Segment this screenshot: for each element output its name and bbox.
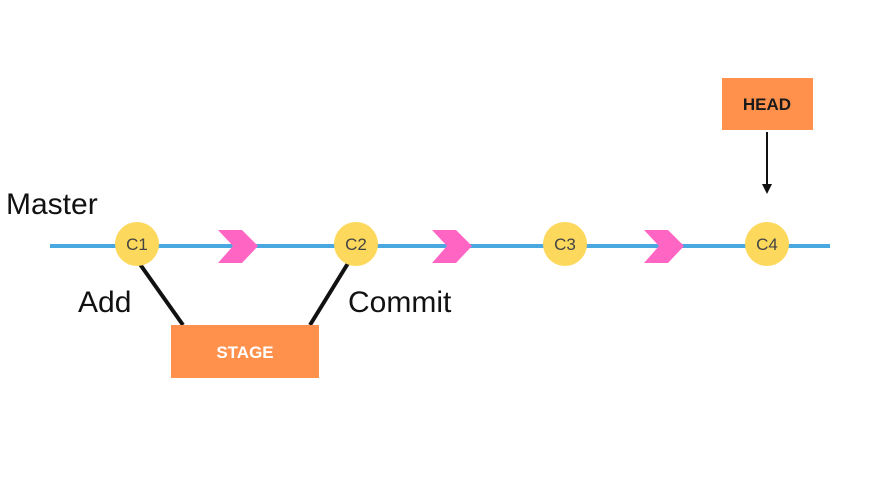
commit-circle — [334, 222, 378, 266]
stage-box — [171, 325, 319, 378]
commit-node[interactable]: C4 — [745, 222, 789, 266]
stage-label: STAGE — [216, 343, 273, 362]
chevron-arrow-icon — [432, 230, 472, 263]
chevron-arrow-icon — [218, 230, 258, 263]
add-label: Add — [78, 286, 131, 319]
head-pointer[interactable]: HEAD — [722, 78, 813, 130]
commit-node[interactable]: C2 — [334, 222, 378, 266]
commit-node[interactable]: C1 — [115, 222, 159, 266]
commit-label: C2 — [345, 235, 367, 254]
commit-label: C3 — [554, 235, 576, 254]
add-connector — [135, 258, 185, 327]
head-label: HEAD — [743, 95, 791, 114]
head-box — [722, 78, 813, 130]
commit-label: C4 — [756, 235, 778, 254]
stage-area[interactable]: STAGE — [171, 325, 319, 378]
commit-action-label: Commit — [348, 286, 452, 319]
commit-label: C1 — [126, 235, 148, 254]
branch-label: Master — [6, 188, 98, 221]
arrow-down-icon — [762, 184, 772, 194]
commit-node[interactable]: C3 — [543, 222, 587, 266]
chevron-arrow-icon — [644, 230, 684, 263]
commit-circle — [745, 222, 789, 266]
commit-circle — [115, 222, 159, 266]
commit-circle — [543, 222, 587, 266]
commit-connector — [308, 258, 352, 327]
